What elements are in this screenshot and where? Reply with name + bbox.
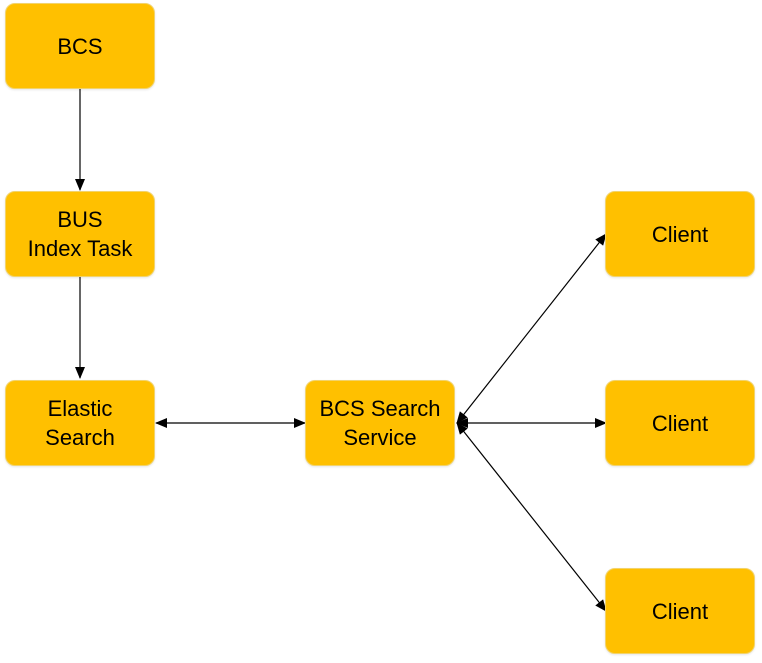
edge-bcs-search-service-client-top — [456, 233, 607, 424]
node-bcs[interactable]: BCS — [5, 3, 155, 89]
node-client-bottom-label: Client — [651, 598, 709, 624]
node-elastic-search[interactable]: Elastic Search — [5, 380, 155, 466]
node-client-bottom[interactable]: Client — [605, 568, 755, 654]
node-bus-index-task[interactable]: BUS Index Task — [5, 191, 155, 277]
node-client-top[interactable]: Client — [605, 191, 755, 277]
node-client-middle-label: Client — [651, 410, 709, 436]
node-bcs-label: BCS — [57, 33, 103, 59]
node-client-top-label: Client — [651, 221, 709, 247]
node-bus-index-task-label: BUS Index Task — [27, 207, 133, 261]
node-bcs-search-service-label: BCS Search Service — [319, 396, 441, 450]
node-bcs-search-service[interactable]: BCS Search Service — [305, 380, 455, 466]
node-client-middle[interactable]: Client — [605, 380, 755, 466]
edge-bcs-search-service-client-bottom — [456, 422, 607, 612]
node-elastic-search-label: Elastic Search — [45, 396, 115, 450]
